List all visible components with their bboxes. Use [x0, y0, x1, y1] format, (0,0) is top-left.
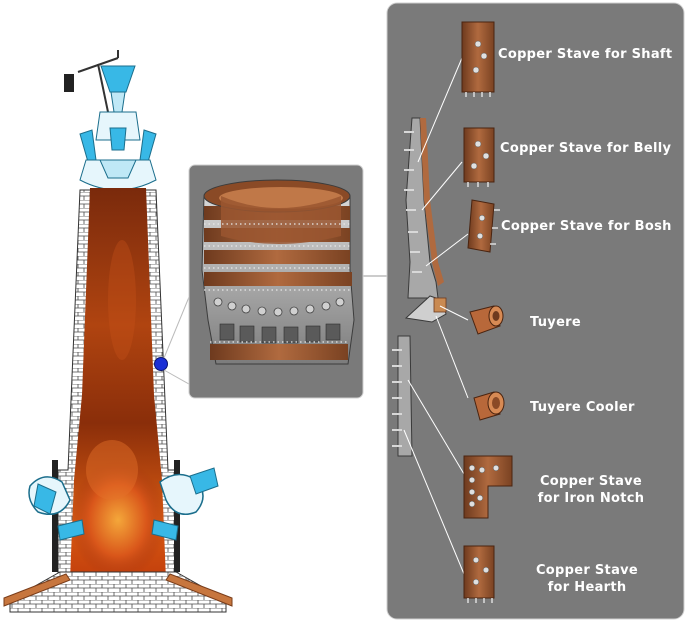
components-panel	[386, 2, 685, 620]
label-copper-stave-belly: Copper Stave for Belly	[500, 141, 672, 156]
leader-lines	[403, 57, 469, 575]
stave-ring-3d	[201, 179, 355, 365]
label-tuyere: Tuyere	[530, 315, 582, 330]
bosh-stave-icon	[467, 199, 500, 253]
shaft-stave-icon	[461, 21, 495, 97]
furnace-base	[9, 571, 227, 613]
blast-furnace-illustration	[3, 50, 233, 613]
label-copper-stave-bosh: Copper Stave for Bosh	[501, 219, 672, 234]
stave-location-marker	[154, 357, 168, 371]
tuyere-assembly-left	[28, 460, 85, 572]
label-copper-stave-iron-notch: Copper Stave for Iron Notch	[534, 473, 648, 507]
label-tuyere-cooler: Tuyere Cooler	[530, 400, 635, 415]
belly-stave-icon	[463, 127, 495, 187]
label-iron-notch-line-1: Copper Stave	[539, 474, 643, 489]
stave-cross-section	[392, 117, 447, 457]
tuyere-assembly-right	[151, 460, 219, 572]
furnace-top-equipment	[64, 50, 157, 191]
tuyere-cooler-icon	[473, 391, 505, 421]
hearth-stave-icon	[463, 545, 495, 603]
label-hearth-line-1: Copper Stave	[535, 563, 639, 578]
label-iron-notch-line-2: for Iron Notch	[537, 491, 645, 506]
label-copper-stave-hearth: Copper Stave for Hearth	[530, 562, 644, 596]
tuyere-icon	[469, 305, 504, 335]
label-hearth-line-2: for Hearth	[547, 580, 627, 595]
label-copper-stave-shaft: Copper Stave for Shaft	[498, 47, 673, 62]
stave-ring-panel	[188, 164, 364, 399]
iron-notch-stave-icon	[463, 455, 513, 519]
